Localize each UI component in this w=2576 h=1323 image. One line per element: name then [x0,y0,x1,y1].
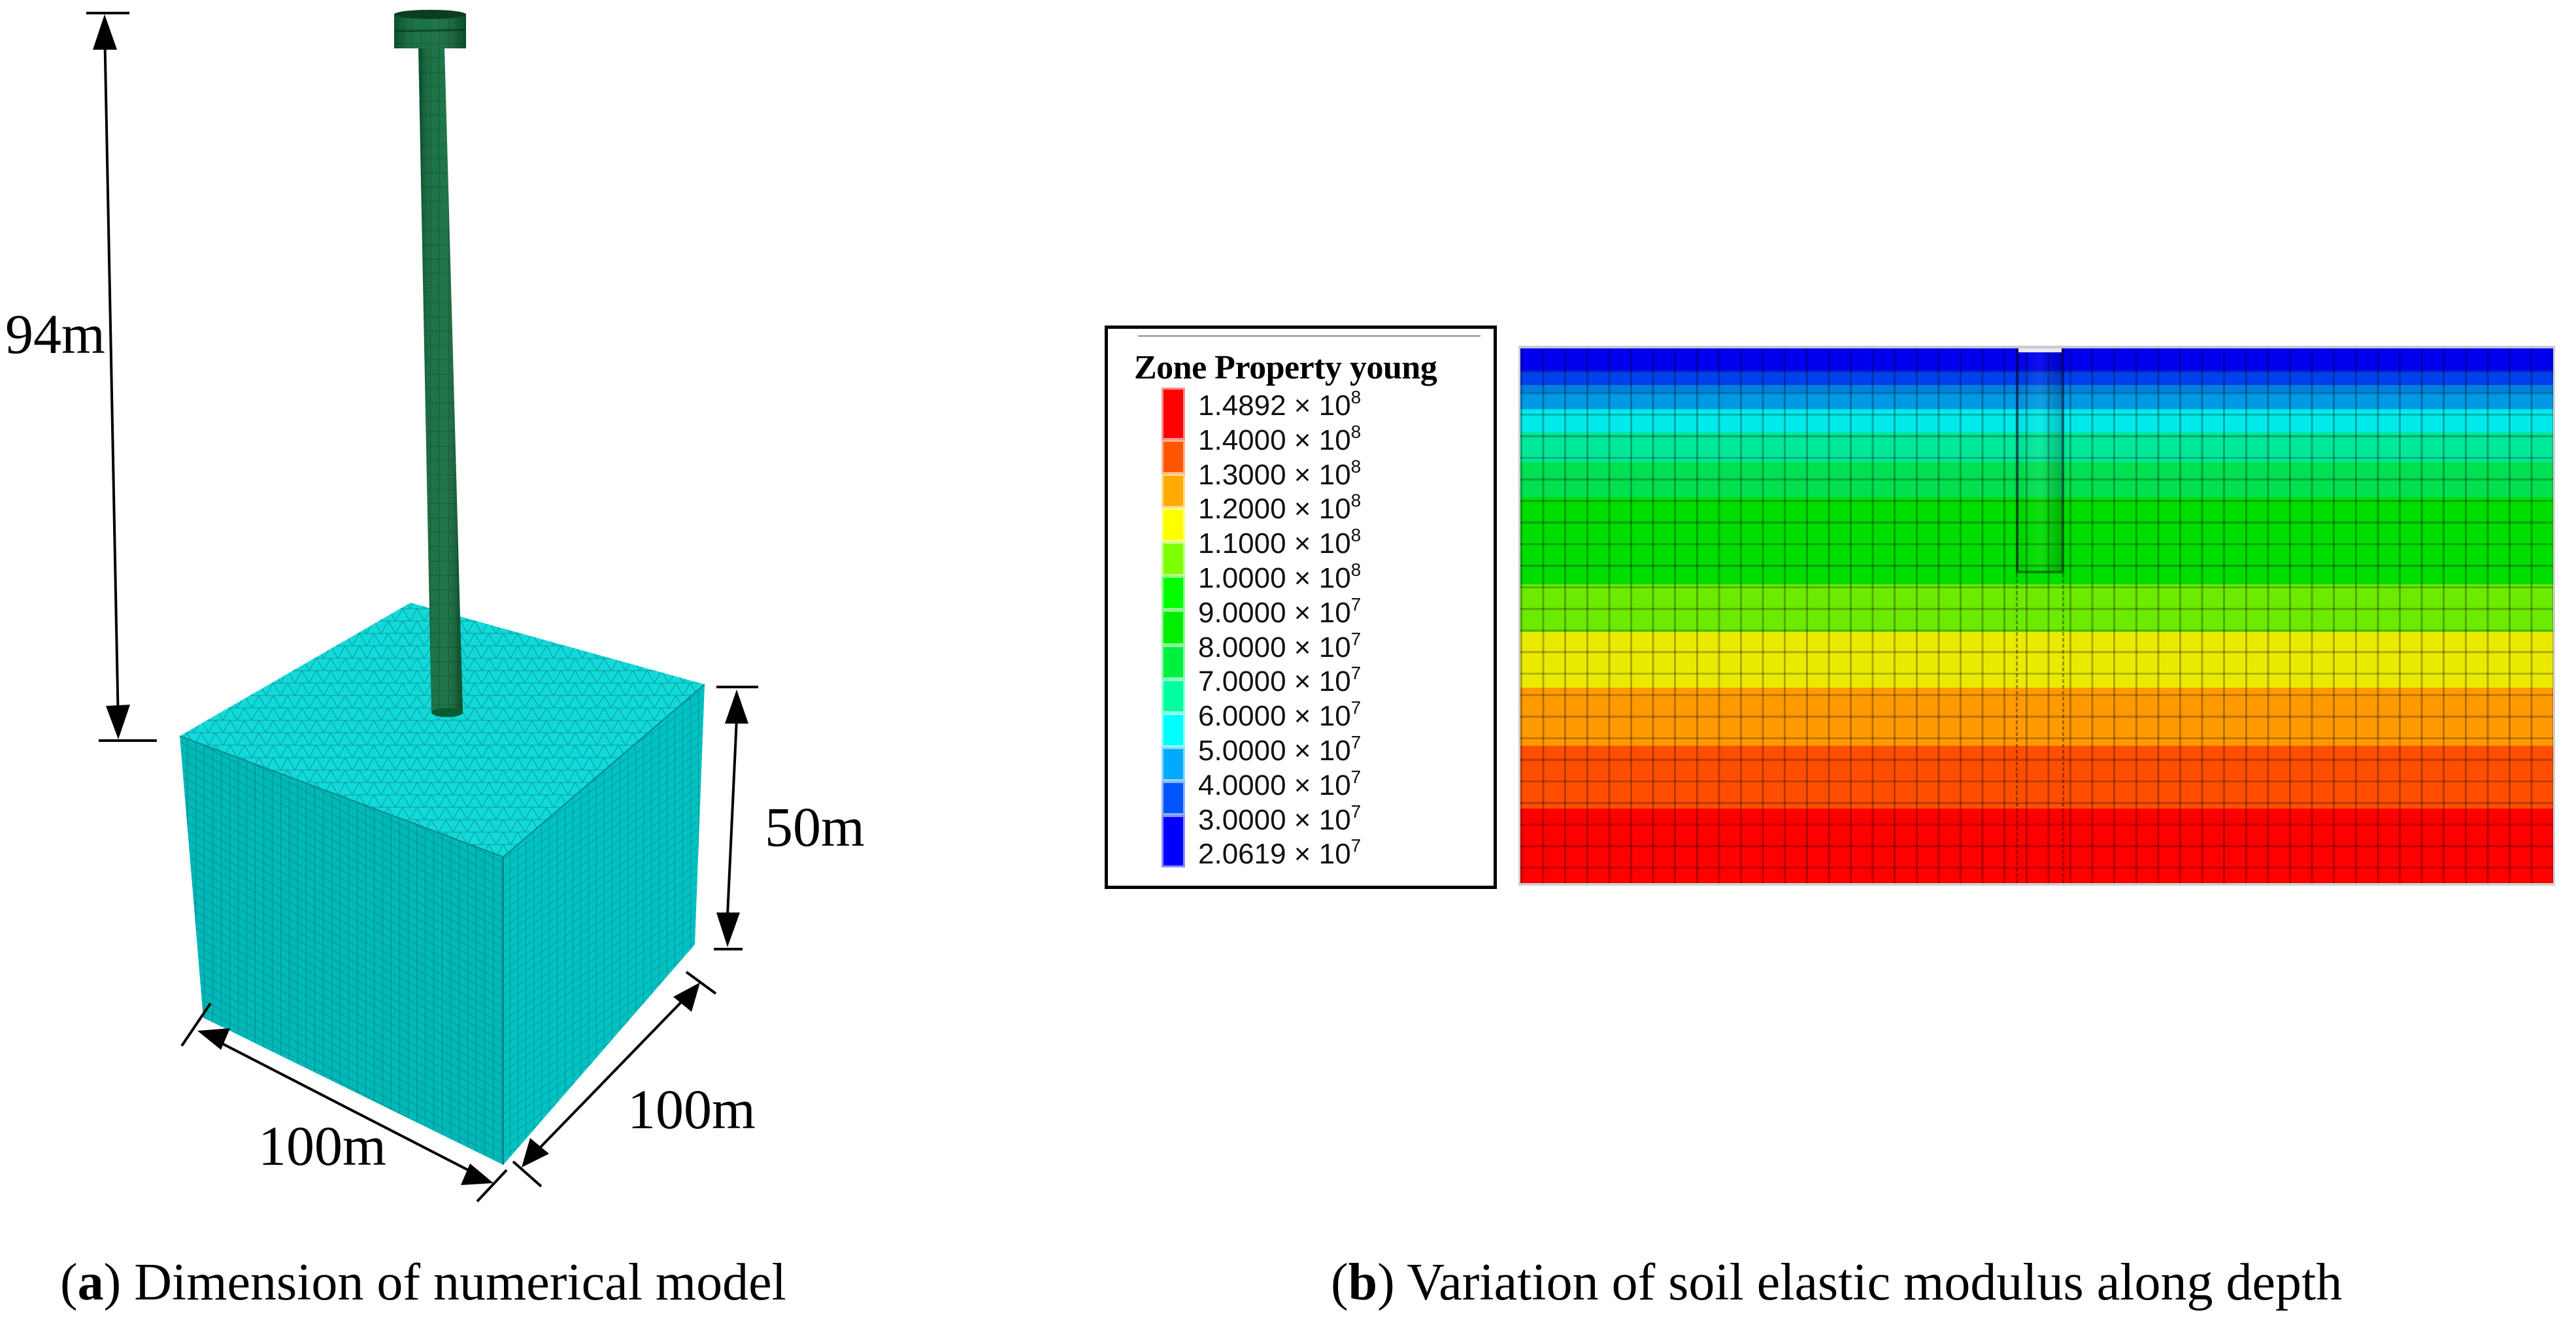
elastic-modulus-contour-plot [1518,346,2555,886]
colorbar-tick-label: 1.3000 × 108 [1198,456,1362,491]
soil-right-face [503,684,705,1165]
colorbar-tick-label: 6.0000 × 107 [1198,697,1362,733]
dimension-line-100m-side [512,971,717,1188]
label-100m-front: 100m [258,1114,386,1177]
caption-a: (a) Dimension of numerical model [60,1254,786,1311]
colorbar-segment [1162,815,1185,867]
colorbar-segment [1162,645,1185,679]
contour-band [1520,746,2553,809]
contour-band [1520,688,2553,746]
contour-band [1520,385,2553,393]
colorbar-tick-label: 4.0000 × 107 [1198,766,1362,801]
colorbar-segment [1162,679,1185,713]
contour-band [1520,497,2553,584]
caption-a-open-paren: ( [60,1254,78,1311]
contour-band [1520,462,2553,497]
dimension-line-100m-front [180,1002,508,1203]
caption-b-text: ) Variation of soil elastic modulus alon… [1377,1254,2343,1311]
colorbar-tick-label: 1.2000 × 108 [1198,490,1362,526]
contour-band [1520,432,2553,462]
colorbar-segment [1162,542,1185,576]
colorbar-tick-label: 1.0000 × 108 [1198,559,1362,594]
caption-a-text: ) Dimension of numerical model [103,1254,786,1311]
colorbar-segment [1162,781,1185,815]
colorbar-tick-label: 8.0000 × 107 [1198,628,1362,663]
mesh-grid-vertical [1520,348,2553,883]
colorbar-tick-label: 1.4000 × 108 [1198,421,1362,456]
colorbar-tick-label: 1.4892 × 108 [1198,387,1362,422]
colorbar-segment [1162,474,1185,508]
legend-title: Zone Property young [1134,349,1437,386]
pile-top [2018,348,2062,352]
figure-a-numerical-model: 94m 50m 100m 100m [0,0,915,1229]
colorbar-segment [1162,576,1185,610]
dimension-line-94m [86,12,157,742]
pile-extension-outline [2016,573,2064,883]
soil-block [179,603,705,1165]
contour-band [1520,393,2553,409]
colorbar-segment [1162,610,1185,645]
label-100m-side: 100m [627,1078,756,1141]
pile [393,10,467,717]
colorbar-tick-label: 1.1000 × 108 [1198,525,1362,560]
colorbar-tick-label: 2.0619 × 107 [1198,835,1362,871]
label-50m: 50m [765,795,865,858]
label-94m: 94m [5,303,105,365]
colorbar-tick-label: 7.0000 × 107 [1198,663,1362,698]
caption-b-open-paren: ( [1331,1254,1348,1311]
caption-b-letter: b [1348,1254,1378,1311]
contour-band [1520,371,2553,385]
contour-band [1520,409,2553,432]
pile-cap [393,10,467,48]
colorbar-segment [1162,508,1185,542]
colorbar-segment [1162,440,1185,474]
colorbar-tick-label: 9.0000 × 107 [1198,594,1362,629]
caption-b: (b) Variation of soil elastic modulus al… [1331,1254,2342,1311]
model-3d-drawing [86,10,758,1203]
embedded-pile [2016,348,2064,573]
contour-band [1520,584,2553,632]
colorbar-tick-label: 5.0000 × 107 [1198,731,1362,767]
legend-top-rule [1138,335,1480,337]
contour-band [1520,632,2553,688]
caption-a-letter: a [77,1254,104,1311]
colorbar-segment [1162,388,1185,440]
dimension-line-50m [714,686,758,950]
colorbar-tick-label: 3.0000 × 107 [1198,801,1362,836]
colorbar-segment [1162,713,1185,747]
mesh-grid-horizontal [1520,348,2553,883]
soil-top-face [180,603,705,857]
colorbar [1162,388,1185,867]
colorbar-segment [1162,747,1185,781]
soil-left-face [180,736,503,1165]
contour-band [1520,809,2553,883]
